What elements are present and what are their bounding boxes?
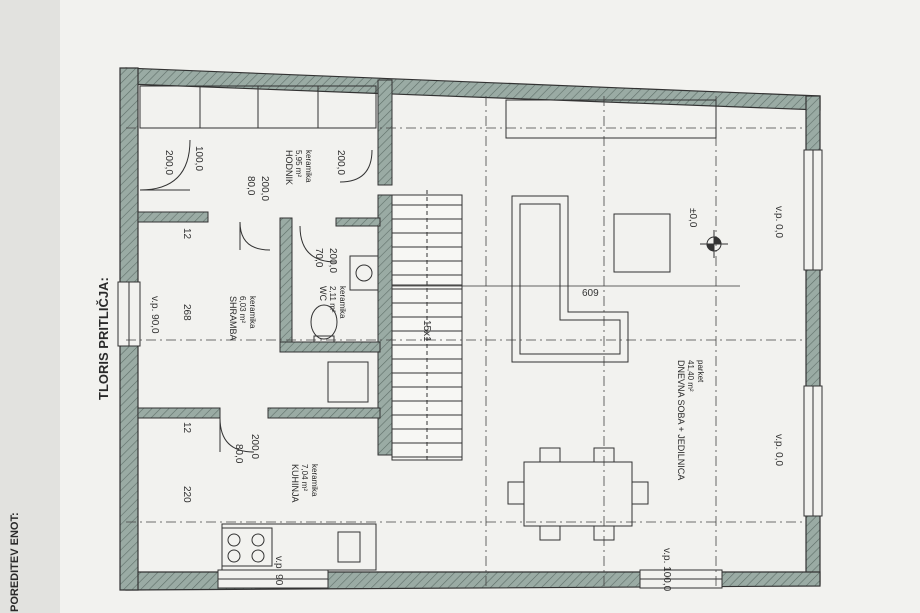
axis-lines [126,96,806,590]
room-name: SHRAMBA [228,296,238,341]
windows [117,149,823,589]
washbasin [349,255,379,291]
dim-window-right-bottom: v.p. 0,0 [773,434,784,466]
furniture [139,85,717,571]
chair [539,525,561,541]
room-area: 6,03 m² [238,296,247,323]
sofa [511,195,629,363]
dim-12-top: 12 [181,228,192,240]
wall-wc-bottom [279,341,381,353]
interior-walls [137,79,393,456]
sheet-caption: POREDITEV ENOT: [9,512,21,612]
wall-partition-top [377,79,393,186]
door-hall-arc [339,149,373,183]
room-label-kuhinja: KUHINJA 7,04 m² keramika [290,464,319,503]
coffee-table [613,213,671,273]
dim-kuhinja-h: 200,0 [249,434,260,459]
dim-window-right-top: v.p. 0,0 [773,206,784,238]
dim-door-hall: 200,0 [335,150,346,175]
chair [593,525,615,541]
room-area: 2,11 m² [328,286,337,313]
dim-kuhinja-w: 80,0 [233,444,244,464]
dim-220: 220 [181,486,192,503]
room-area: 41,40 m² [686,360,695,392]
chair [507,481,525,505]
wall-kitchen-top [267,407,381,419]
room-name: DNEVNA SOBA + JEDILNICA [676,360,686,480]
dim-window-bottom-right: v.p. 100,0 [661,548,672,592]
dim-door-main-h: 200,0 [163,150,174,175]
room-label-hodnik: HODNIK 5,95 m² keramika [284,150,313,185]
toilet [310,304,338,340]
chair [631,481,649,505]
dim-shramba-w: 80,0 [245,176,256,196]
door-wc-arc [299,225,337,263]
wall-wc-left [279,217,293,353]
paper-margin [0,0,60,613]
room-floor: keramika [338,286,347,319]
level-label: ±0,0 [687,208,698,228]
fridge [327,361,369,403]
level-marker-icon [700,230,728,258]
dim-12-bottom: 12 [181,422,192,434]
room-label-shramba: SHRAMBA 6,03 m² keramika [228,296,257,341]
wall-wc-top [335,217,381,227]
wall-entry-bottom [137,211,209,223]
room-label-dnevna: DNEVNA SOBA + JEDILNICA 41,40 m² parket [676,360,705,480]
room-name: HODNIK [284,150,294,185]
dim-268: 268 [181,304,192,321]
dimension-labels: 100,0 200,0 200,0 80,0 200,0 70,0 200,0 … [149,146,784,592]
doors [139,139,373,453]
dim-wc-h: 200,0 [327,248,338,273]
tv-cabinet [505,99,717,139]
room-floor: keramika [248,296,257,329]
dim-door-main: 100,0 [193,146,204,171]
stair-label: 15x1 [421,320,432,342]
sink [337,531,361,563]
room-label-wc: WC 2,11 m² keramika [318,286,347,319]
wall-shramba-bottom [137,407,221,419]
room-area: 5,95 m² [294,150,303,177]
room-floor: keramika [304,150,313,183]
chair [593,447,615,463]
room-floor: keramika [310,464,319,497]
room-name: KUHINJA [290,464,300,503]
dim-shramba-h: 200,0 [259,176,270,201]
sheet-title: TLORIS PRITLIČJA: [96,277,111,400]
chair [539,447,561,463]
room-area: 7,04 m² [300,464,309,491]
room-name: WC [318,286,328,301]
dim-window-left: v.p. 90,0 [149,296,160,334]
dim-wc-w: 70,0 [313,248,324,268]
stove [221,527,273,567]
room-floor: parket [696,360,705,383]
dim-609: 609 [582,288,599,299]
staircase [391,190,463,461]
dim-window-bottom: v.p. 90 [273,556,284,586]
